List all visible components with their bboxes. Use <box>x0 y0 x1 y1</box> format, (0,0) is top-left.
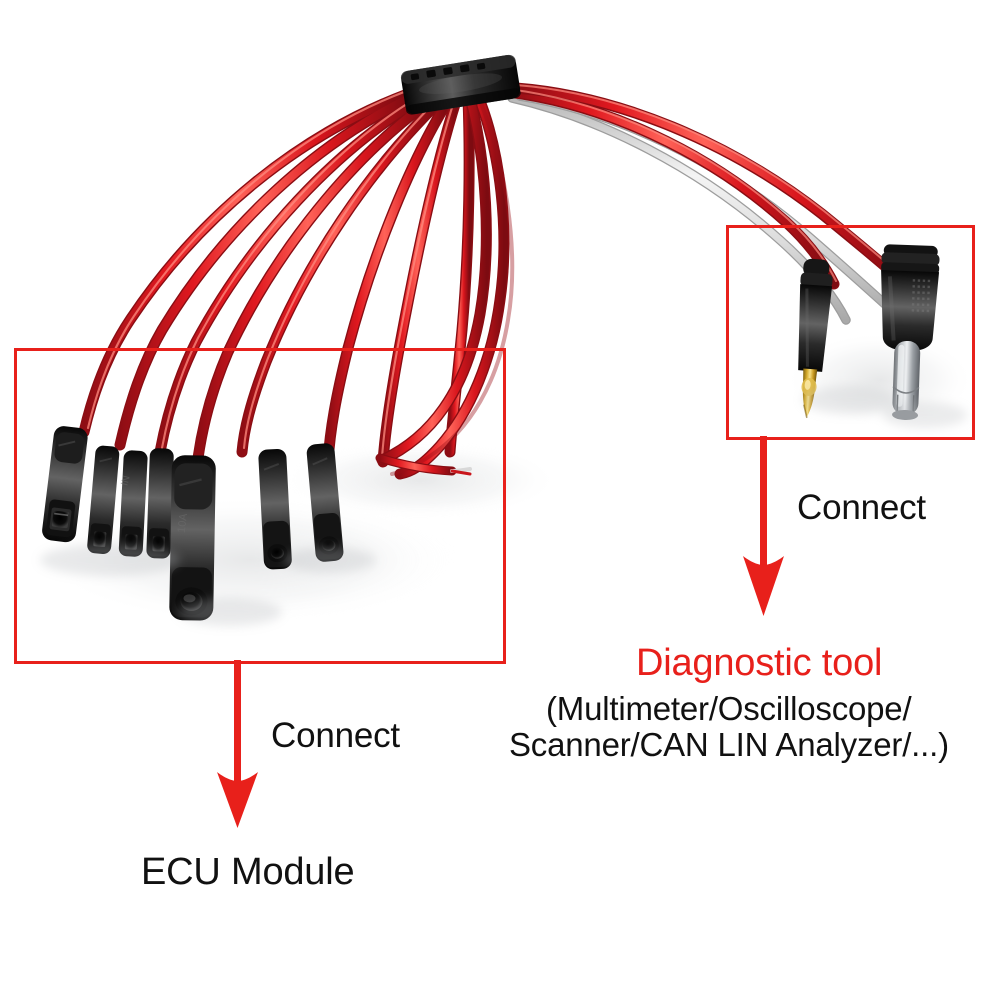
banana-plug-small <box>798 258 833 419</box>
inline-splice-block <box>400 54 521 115</box>
connect-label-tool: Connect <box>797 488 926 527</box>
svg-text:10A: 10A <box>176 512 190 534</box>
long-right-lead <box>376 92 492 466</box>
svg-text:IN: IN <box>119 474 132 487</box>
connect-label-ecu: Connect <box>271 716 400 755</box>
diagnostic-tool-label: Diagnostic tool <box>636 642 883 684</box>
banana-plug-large <box>881 244 940 420</box>
diagnostic-detail-line-1: (Multimeter/Oscilloscope/ <box>546 690 912 727</box>
terminal-female-bullet-3 <box>146 448 174 559</box>
diagnostic-detail-line-2: Scanner/CAN LIN Analyzer/...) <box>509 726 949 763</box>
callout-arrow-tool-side <box>743 436 784 616</box>
callout-arrow-ecu-side <box>217 660 258 828</box>
terminal-large-female-socket: 10A <box>169 455 216 621</box>
ecu-lead-wires <box>78 89 475 468</box>
ecu-module-label: ECU Module <box>141 851 355 893</box>
terminal-female-spade <box>42 426 88 543</box>
terminal-female-socket-1 <box>258 448 292 570</box>
stripped-wire-end <box>375 453 472 476</box>
